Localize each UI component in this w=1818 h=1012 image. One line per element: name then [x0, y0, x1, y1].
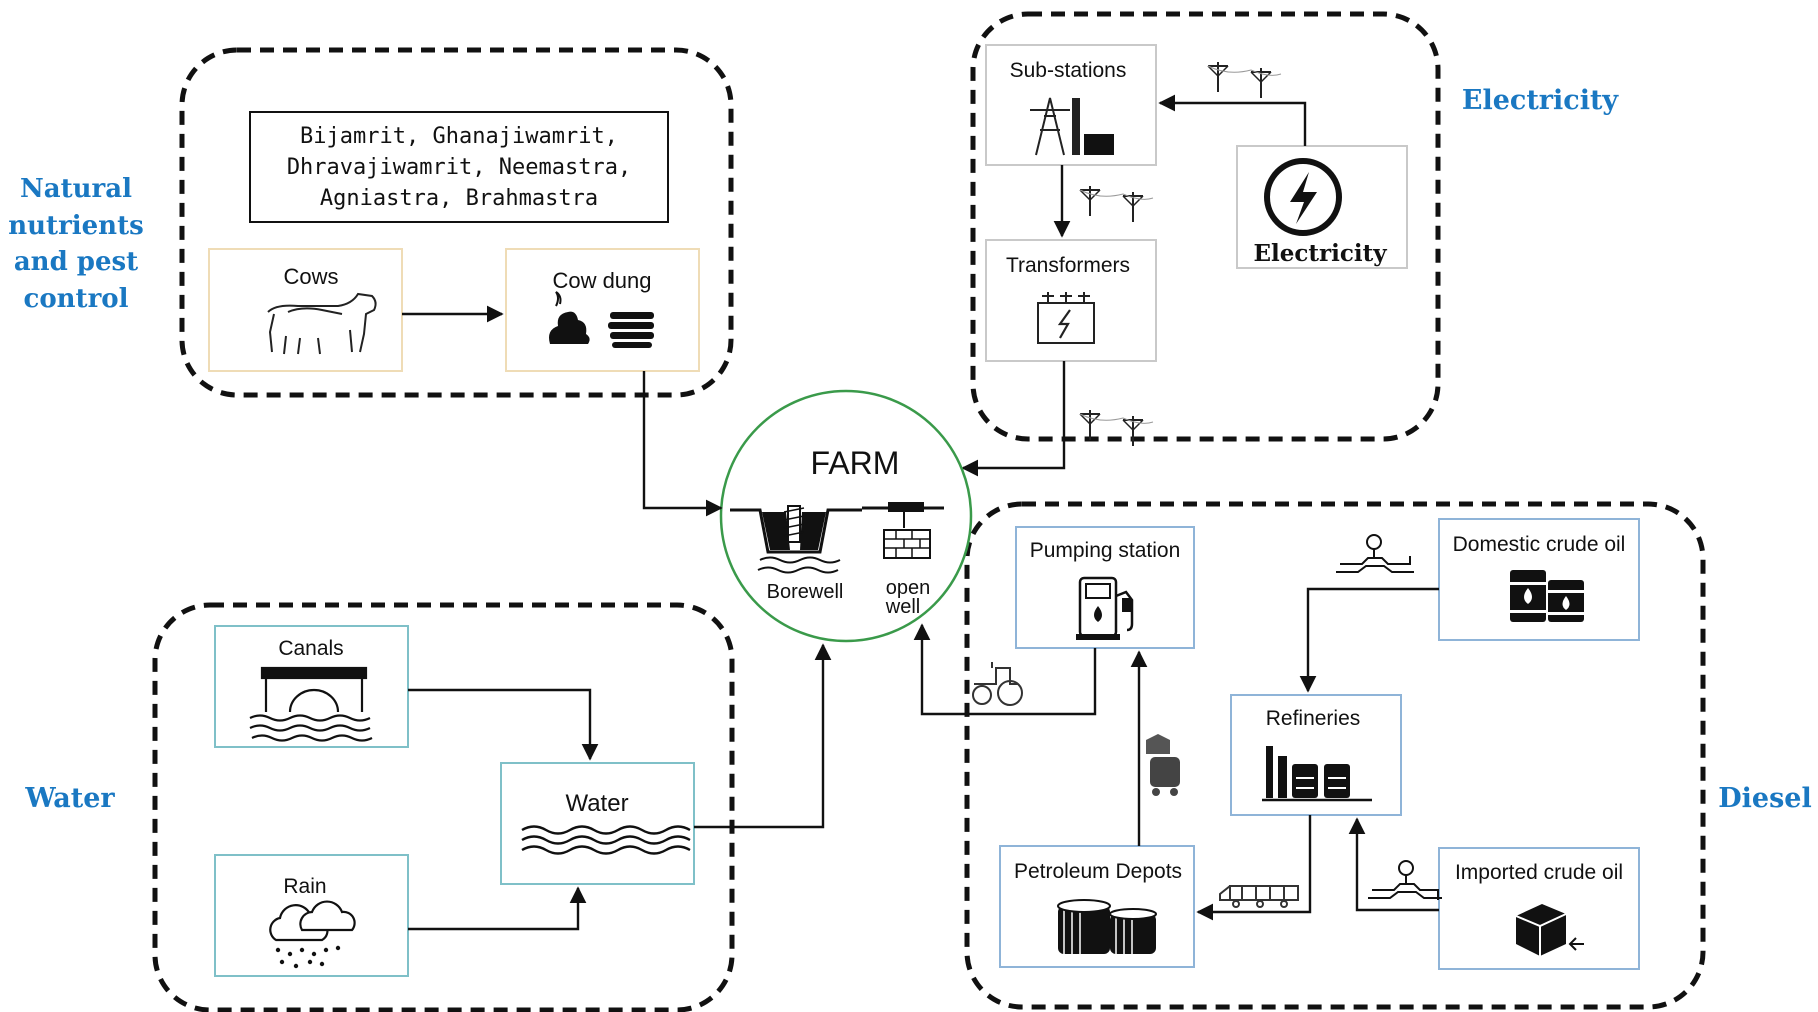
petroleum-depots-label: Petroleum Depots — [1014, 860, 1182, 883]
train-icon — [1219, 885, 1299, 908]
natural-label-line2: nutrients — [8, 211, 143, 241]
open-well-icon — [862, 502, 944, 559]
borewell-label: Borewell — [767, 581, 844, 603]
substations-node: Sub-stations — [985, 44, 1157, 166]
refineries-to-depots-arrow — [1196, 815, 1312, 921]
cow-dung-label: Cow dung — [552, 268, 651, 293]
transformers-to-farm-arrow — [961, 361, 1066, 477]
canal-icon — [249, 666, 373, 742]
water-label: Water — [565, 790, 628, 817]
storage-tank-icon — [1057, 899, 1157, 954]
electricity-source-node: Electricity — [1236, 145, 1408, 269]
preparations-line2: Dhravajiwamrit, Neemastra, — [287, 155, 631, 180]
farm-title: FARM — [811, 445, 900, 481]
power-pole-icon — [1079, 409, 1154, 447]
borewell-icon — [730, 505, 862, 574]
imported-to-refineries-arrow — [1348, 817, 1439, 912]
pipeline-valve-icon — [1368, 860, 1442, 900]
fuel-truck-icon — [1146, 734, 1180, 796]
crate-icon — [1515, 904, 1584, 956]
transformer-icon — [1037, 292, 1095, 344]
natural-label-line4: control — [23, 284, 128, 314]
preparations-line1: Bijamrit, Ghanajiwamrit, — [300, 124, 618, 149]
electricity-source-label: Electricity — [1253, 240, 1387, 267]
rain-icon — [269, 900, 356, 969]
electricity-to-substations-arrow — [1158, 94, 1307, 146]
water-group-label: Water — [24, 783, 115, 814]
refinery-icon — [1262, 746, 1372, 802]
water-node: Water — [500, 762, 695, 885]
water-group-outline — [152, 602, 735, 1012]
natural-label-line1: Natural — [20, 174, 132, 204]
natural-label-line3: and pest — [14, 247, 138, 277]
fuel-pump-icon — [1076, 576, 1134, 640]
water-to-farm-arrow — [694, 643, 832, 829]
transformers-node: Transformers — [985, 239, 1157, 362]
natural-group-outline — [179, 47, 734, 398]
dung-to-farm-arrow — [642, 371, 723, 517]
preparations-box — [249, 111, 669, 223]
domestic-crude-node: Domestic crude oil — [1438, 518, 1640, 641]
farm-node: FARM Borewell open well — [719, 389, 973, 643]
dung-icon — [549, 291, 654, 348]
refineries-label: Refineries — [1266, 707, 1361, 730]
diesel-group-outline — [964, 501, 1706, 1010]
domestic-crude-label: Domestic crude oil — [1453, 533, 1626, 556]
imported-crude-label: Imported crude oil — [1455, 861, 1623, 884]
refineries-node: Refineries — [1230, 694, 1402, 816]
pumping-to-farm-arrow — [913, 623, 1097, 716]
petroleum-depots-node: Petroleum Depots — [999, 845, 1195, 968]
natural-group-label: Natural nutrients and pest control — [8, 174, 143, 314]
open-well-label-line1: open — [886, 577, 931, 599]
cow-dung-node: Cow dung — [505, 248, 700, 372]
pipeline-valve-icon — [1336, 534, 1414, 573]
preparations-line3: Agniastra, Brahmastra — [320, 186, 598, 211]
power-pole-icon — [1079, 185, 1154, 223]
substation-icon — [1030, 97, 1114, 156]
power-pole-icon — [1207, 61, 1282, 99]
pumping-station-node: Pumping station — [1015, 526, 1195, 649]
water-waves-icon — [521, 825, 691, 855]
diesel-group-label: Diesel — [1718, 783, 1812, 814]
pumping-station-label: Pumping station — [1030, 539, 1181, 562]
cow-icon — [267, 292, 377, 355]
cows-node: Cows — [208, 248, 403, 372]
tractor-icon — [972, 662, 1023, 706]
imported-crude-node: Imported crude oil — [1438, 847, 1640, 970]
open-well-label-line2: well — [885, 596, 920, 618]
transformers-label: Transformers — [1006, 254, 1130, 277]
oil-barrel-icon — [1508, 570, 1586, 622]
canals-label: Canals — [278, 637, 343, 660]
electricity-group-label: Electricity — [1462, 85, 1620, 116]
canals-node: Canals — [214, 625, 409, 748]
rain-to-water-arrow — [408, 886, 587, 931]
electricity-group-outline — [970, 11, 1441, 442]
rain-node: Rain — [214, 854, 409, 977]
domestic-to-refineries-arrow — [1299, 587, 1439, 693]
cows-label: Cows — [283, 264, 338, 289]
canals-to-water-arrow — [408, 688, 599, 761]
lightning-icon — [1264, 158, 1342, 236]
rain-label: Rain — [283, 875, 326, 898]
substations-label: Sub-stations — [1010, 59, 1127, 82]
